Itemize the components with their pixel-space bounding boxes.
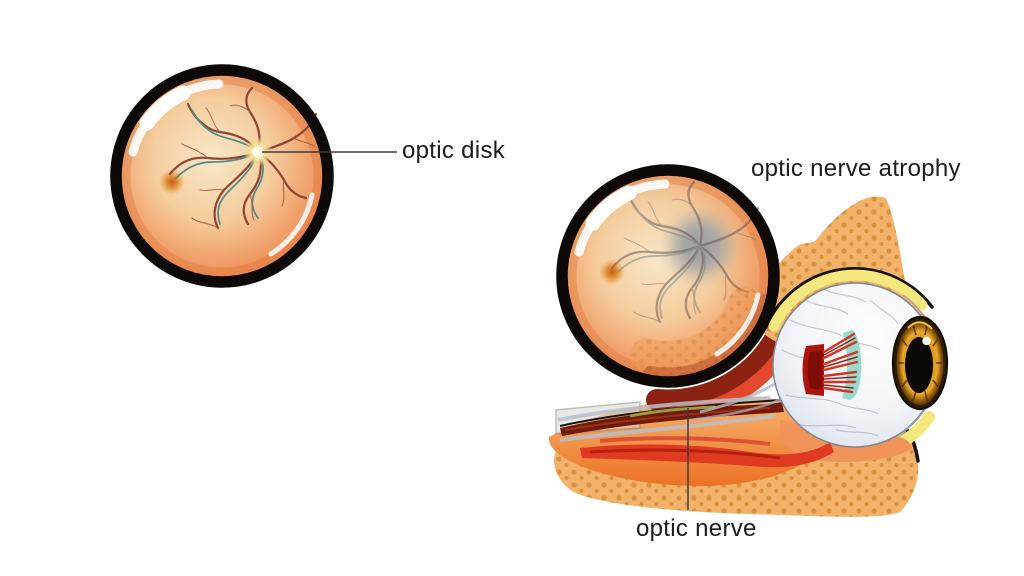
scleral-vessels [781, 287, 899, 437]
optic-disk-label: optic disk [402, 137, 506, 164]
optic-nerve-label: optic nerve [636, 515, 757, 542]
iris-highlight [922, 336, 931, 346]
eye-anatomy-illustration [548, 196, 949, 517]
optic-nerve-atrophy-label: optic nerve atrophy [751, 155, 961, 182]
eyeball [772, 282, 949, 448]
pupil [905, 337, 933, 393]
bone-upper-outline [764, 267, 934, 329]
fundus-atrophic [562, 170, 774, 382]
orbital-fat-upper [768, 269, 928, 332]
translucent-tissue-showthrough [630, 287, 768, 376]
iris-striations [898, 324, 942, 402]
retinal-vessels-healthy [168, 86, 318, 230]
macula-spot [599, 259, 625, 285]
atrophied-fiber-fan [802, 330, 862, 400]
leader-lines [262, 151, 689, 510]
iris [891, 294, 949, 433]
fundus-healthy [116, 70, 328, 282]
